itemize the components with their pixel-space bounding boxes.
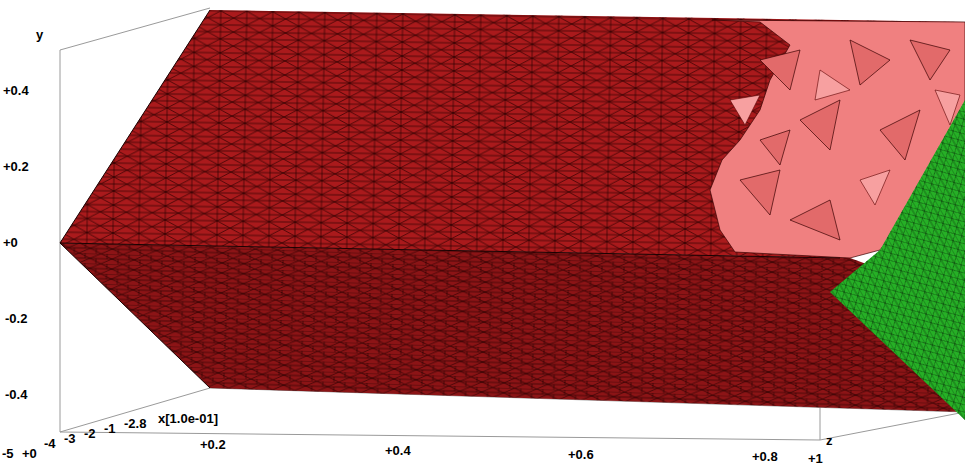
- axis-label: -4: [44, 437, 56, 450]
- axis-label: +0.2: [3, 160, 29, 173]
- axis-label: y: [36, 28, 43, 41]
- green-face: [830, 100, 965, 420]
- top-mesh: [60, 10, 965, 258]
- axis-label: +0.2: [200, 438, 226, 451]
- axis-label: +0: [22, 447, 37, 460]
- axis-label: -2.8: [124, 417, 146, 430]
- axis-label: +0.4: [3, 84, 29, 97]
- axis-label: +0.8: [752, 450, 778, 463]
- axis-label: -1: [104, 422, 116, 435]
- axis-label: -5: [2, 447, 14, 460]
- axis-label: +0: [3, 236, 18, 249]
- axis-label: +0.6: [568, 448, 594, 461]
- axis-label: -2: [84, 427, 96, 440]
- green-mesh: [830, 100, 965, 420]
- top-face: [60, 10, 965, 258]
- axis-label: +0.4: [385, 444, 411, 457]
- face-edges: [60, 10, 840, 388]
- axis-label: +1: [808, 452, 823, 465]
- axis-label: -0.4: [5, 388, 27, 401]
- axis-label: -0.2: [5, 312, 27, 325]
- axis-label: z: [826, 434, 833, 447]
- front-mesh: [60, 243, 965, 412]
- axis-label: x[1.0e-01]: [158, 412, 218, 425]
- axis-label: -3: [64, 432, 76, 445]
- bounding-box: [60, 8, 965, 440]
- front-face: [60, 243, 965, 412]
